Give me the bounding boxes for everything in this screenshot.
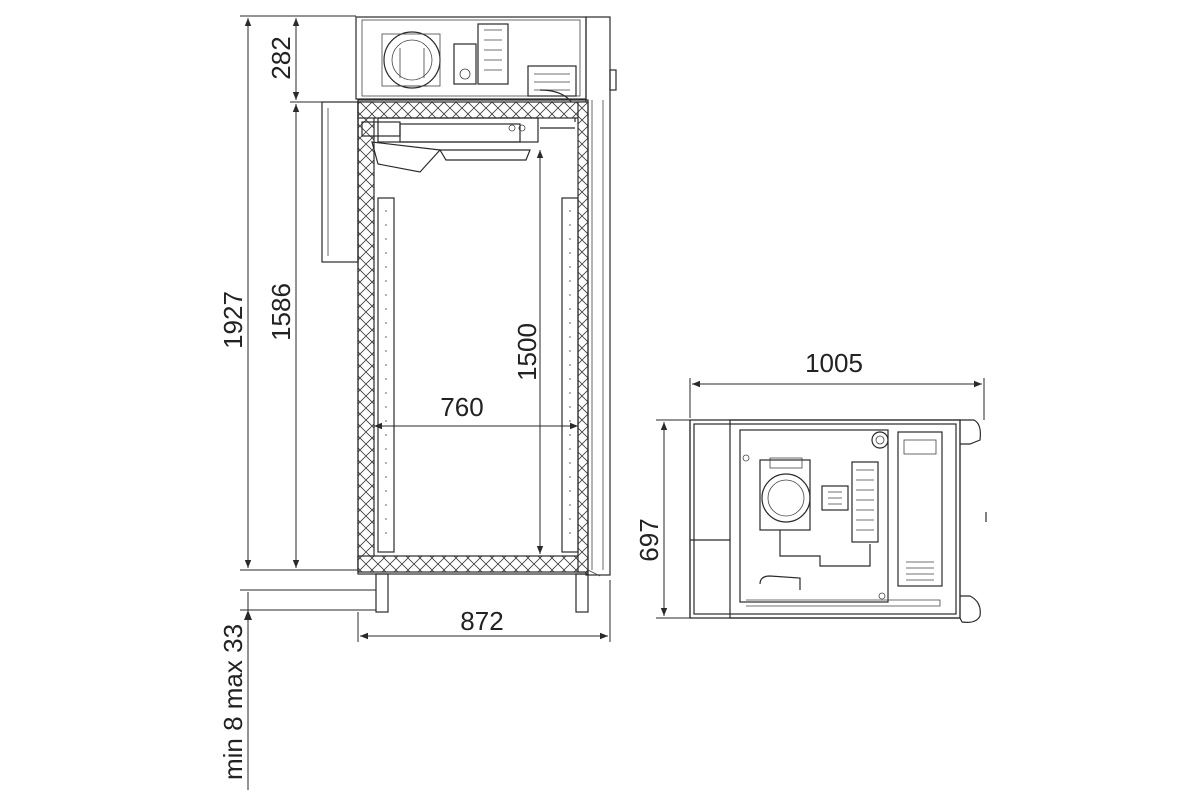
dim-top-unit-height: 282 <box>266 36 296 79</box>
condenser-coil <box>851 431 889 543</box>
top-view: 1005 697 <box>634 348 987 623</box>
dim-total-height: 1927 <box>218 291 248 349</box>
shelf-rail-left <box>377 197 395 553</box>
piping <box>779 530 871 567</box>
leg-left <box>375 573 389 613</box>
dim-leg-adjustment: min 8 max 33 <box>218 624 248 780</box>
mounting-plate <box>739 429 889 603</box>
dimension-lines-top <box>656 378 985 619</box>
cabinet-body <box>357 99 589 575</box>
condenser-fan <box>821 485 849 511</box>
dim-depth: 697 <box>634 518 664 561</box>
vent-panel <box>897 431 943 587</box>
compressor <box>759 457 811 531</box>
leg-right <box>575 573 589 613</box>
dim-overall-width: 1005 <box>805 348 863 378</box>
dim-outer-depth: 872 <box>460 606 503 636</box>
side-view: 1927 1586 282 1500 760 872 min 8 max 33 <box>218 15 617 790</box>
top-refrigeration-unit <box>355 16 587 122</box>
dim-inner-width: 760 <box>440 392 483 422</box>
shelf-rail-right <box>561 197 579 553</box>
dim-inner-height: 1586 <box>266 283 296 341</box>
door-panel <box>585 16 617 576</box>
dimension-lines-side <box>240 15 611 790</box>
back-panel <box>321 101 359 263</box>
evaporator <box>361 117 575 173</box>
dim-shelf-height: 1500 <box>512 323 542 381</box>
